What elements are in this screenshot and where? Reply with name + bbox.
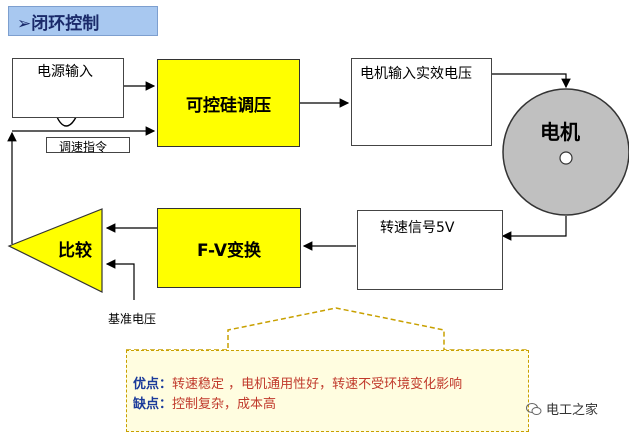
- scr-label: 可控硅调压: [186, 95, 271, 116]
- speed-signal-box: 转速信号5V: [357, 210, 503, 290]
- speed-cmd-label: 调速指令: [59, 140, 108, 154]
- speed-cmd-box: 调速指令: [46, 137, 130, 154]
- pros-label: 优点：: [133, 377, 173, 392]
- motor-label: 电机: [540, 120, 580, 144]
- arrow-motor-to-signal: [501, 216, 567, 241]
- pros-text: 转速稳定 ，电机通用性好，转速不受环境变化影响: [172, 377, 463, 392]
- arrow-voltage-to-motor: [492, 73, 571, 89]
- motor-voltage-label: 电机输入实效电压: [360, 66, 472, 82]
- speed-signal-label: 转速信号5V: [380, 220, 455, 236]
- motor-voltage-box: 电机输入实效电压: [351, 58, 492, 146]
- title-bar: ➢闭环控制: [8, 6, 158, 36]
- page-title: ➢闭环控制: [17, 13, 100, 34]
- watermark: 电工之家: [526, 399, 598, 418]
- watermark-text: 电工之家: [546, 403, 599, 418]
- power-input-label: 电源输入: [37, 64, 93, 80]
- power-input-box: 电源输入: [12, 58, 124, 118]
- cons-text: 控制复杂，成本高: [172, 397, 277, 412]
- cons-line: 缺点：控制复杂，成本高: [133, 393, 276, 412]
- note-box: 优点：转速稳定 ，电机通用性好，转速不受环境变化影响 缺点：控制复杂，成本高: [126, 350, 529, 432]
- fv-label: F-V变换: [196, 240, 262, 261]
- pros-line: 优点：转速稳定 ，电机通用性好，转速不受环境变化影响: [133, 373, 462, 392]
- motor-shaft: [559, 151, 573, 165]
- scr-block: 可控硅调压: [157, 59, 300, 147]
- wechat-icon: [526, 402, 542, 415]
- cons-label: 缺点：: [133, 397, 173, 412]
- ref-voltage-label: 基准电压: [108, 312, 157, 326]
- callout-arrow: [126, 307, 529, 351]
- compare-label: 比较: [58, 241, 92, 261]
- compare-triangle: [7, 208, 103, 293]
- arrow-ref-to-compare: [105, 259, 135, 300]
- fv-block: F-V变换: [157, 208, 301, 288]
